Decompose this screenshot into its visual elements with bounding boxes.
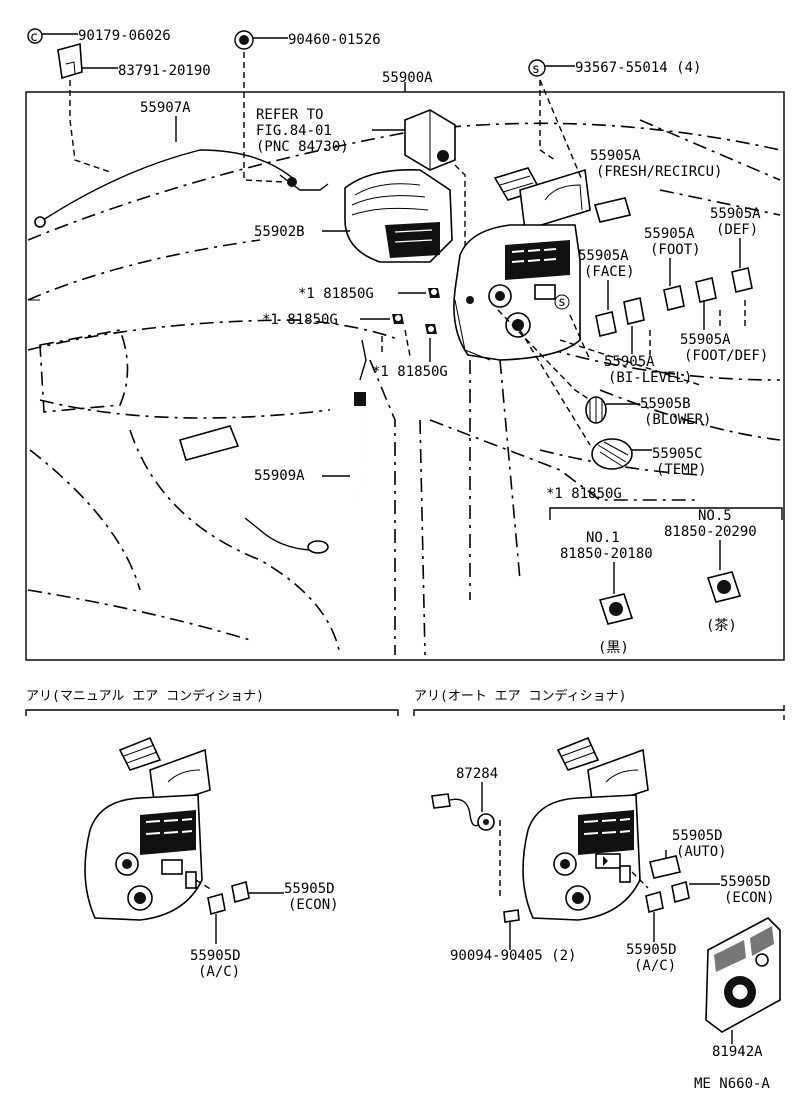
auto-87284: 87284	[456, 766, 498, 782]
part-55905A-fresh: 55905A	[590, 148, 641, 164]
bulb-icon	[392, 314, 404, 324]
no1-part: 81850-20180	[560, 546, 653, 562]
switch-econ-auto-icon	[671, 880, 690, 904]
grommet-icon	[234, 30, 254, 50]
blower-unit-icon	[344, 169, 453, 263]
knob-face-icon	[595, 311, 617, 337]
sensor-icon	[431, 793, 495, 831]
auto-90094: 90094-90405 (2)	[450, 948, 576, 964]
no1-label: NO.1	[586, 530, 620, 546]
foot-desc: (FOOT)	[650, 242, 701, 258]
refer-line2: FIG.84-01	[256, 123, 332, 139]
bulb-icon	[428, 288, 440, 298]
auto-section-title: アリ(オート エア コンディショナ)	[414, 688, 626, 704]
knob-footdef-icon	[695, 277, 717, 303]
def-desc: (DEF)	[716, 222, 758, 238]
auto-econ-part: 55905D	[720, 874, 771, 890]
no1-color: (黒)	[598, 640, 629, 656]
clamp-icon	[57, 42, 83, 80]
knob-fresh-icon	[593, 197, 632, 223]
knob-temp-icon	[591, 438, 633, 470]
svg-text:s: s	[532, 62, 540, 77]
auto-ac-part: 55905D	[626, 942, 677, 958]
manual-ac-part: 55905D	[190, 948, 241, 964]
refer-line1: REFER TO	[256, 107, 323, 123]
no5-color: (茶)	[706, 618, 737, 634]
part-55907A: 55907A	[140, 100, 191, 116]
fresh-desc: (FRESH/RECIRCU)	[596, 164, 722, 180]
part-93567: 93567-55014 (4)	[575, 60, 701, 76]
auto-control-panel-icon	[522, 736, 649, 921]
bulb-no1-icon	[598, 593, 634, 625]
auto-ac-desc: (A/C)	[634, 958, 676, 974]
screw-icon	[503, 909, 520, 923]
part-55905A-footdef: 55905A	[680, 332, 731, 348]
face-desc: (FACE)	[584, 264, 635, 280]
auto-81942A: 81942A	[712, 1044, 763, 1060]
temp-desc: (TEMP)	[656, 462, 707, 478]
part-90179: 90179-06026	[78, 28, 171, 44]
part-55909A: 55909A	[254, 468, 305, 484]
switch-ac-auto-icon	[645, 890, 664, 914]
control-panel-icon: s	[453, 167, 591, 361]
clip-icon: c	[27, 28, 43, 45]
part-55902B: 55902B	[254, 224, 305, 240]
part-55905C: 55905C	[652, 446, 703, 462]
part-55905A-face: 55905A	[578, 248, 629, 264]
manual-ac-desc: (A/C)	[198, 964, 240, 980]
servo-motor-icon	[404, 109, 456, 171]
manual-section-title: アリ(マニュアル エア コンディショナ)	[26, 688, 264, 704]
bulb-label-1: *1 81850G	[298, 286, 374, 302]
manual-econ-part: 55905D	[284, 881, 335, 897]
knob-blower-icon	[585, 396, 607, 424]
svg-text:c: c	[30, 30, 38, 45]
part-55900A: 55900A	[382, 70, 433, 86]
switch-econ-manual-icon	[231, 880, 250, 904]
knob-def-icon	[731, 267, 753, 293]
auto-econ-desc: (ECON)	[724, 890, 775, 906]
manual-econ-desc: (ECON)	[288, 897, 339, 913]
bilevel-desc: (BI-LEVEL)	[608, 370, 692, 386]
refer-line3: (PNC 84730)	[256, 139, 349, 155]
screw-icon: s	[528, 59, 546, 77]
no5-label: NO.5	[698, 508, 732, 524]
auto-auto-desc: (AUTO)	[676, 844, 727, 860]
bulb-icon	[425, 324, 437, 334]
svg-text:s: s	[558, 295, 566, 310]
no5-part: 81850-20290	[664, 524, 757, 540]
bulb-label-2: *1 81850G	[262, 312, 338, 328]
bulb-no5-icon	[706, 571, 742, 603]
part-55905B: 55905B	[640, 396, 691, 412]
switch-auto-icon	[649, 855, 681, 879]
switch-ac-manual-icon	[207, 892, 226, 916]
bulb-group-label: *1 81850G	[546, 486, 622, 502]
knob-foot-icon	[663, 285, 685, 311]
knob-bilevel-icon	[623, 297, 645, 325]
control-cable-icon	[34, 149, 329, 228]
part-55905A-foot: 55905A	[644, 226, 695, 242]
panel-cover-icon	[705, 917, 781, 1033]
footdef-desc: (FOOT/DEF)	[684, 348, 768, 364]
blower-desc: (BLOWER)	[644, 412, 711, 428]
dashboard-outline	[27, 119, 781, 656]
manual-control-panel-icon	[84, 736, 211, 921]
bulb-label-3: *1 81850G	[372, 364, 448, 380]
part-83791: 83791-20190	[118, 63, 211, 79]
diagram-code: ME N660-A	[694, 1076, 770, 1092]
control-cable-lower-icon	[244, 339, 367, 554]
part-90460: 90460-01526	[288, 32, 381, 48]
part-55905A-def: 55905A	[710, 206, 761, 222]
auto-auto-part: 55905D	[672, 828, 723, 844]
